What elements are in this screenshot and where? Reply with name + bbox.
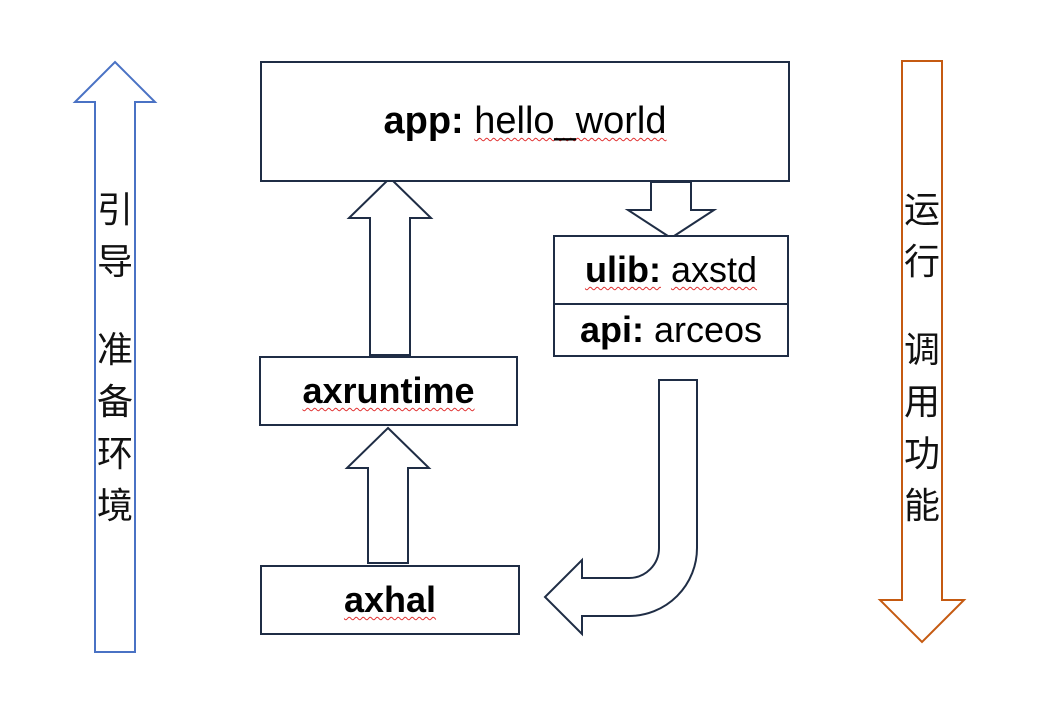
right-char: 行 — [903, 242, 940, 283]
right-char: 运 — [903, 190, 940, 231]
axhal-box: axhal — [260, 565, 520, 635]
right-run-arrow — [877, 60, 967, 644]
left-boot-arrow — [72, 60, 158, 653]
right-vertical-label: 运 行 调 用 功 能 — [892, 185, 952, 533]
api-value: arceos — [653, 309, 763, 350]
axruntime-box: axruntime — [259, 356, 518, 426]
api-key: api: — [579, 309, 644, 350]
arrow-api-to-axhal — [543, 379, 698, 637]
app-key: app: — [383, 100, 464, 142]
right-char: 调 — [903, 330, 940, 371]
left-char: 导 — [96, 242, 133, 283]
left-char: 环 — [96, 434, 133, 475]
right-char: 功 — [903, 434, 940, 475]
ulib-value: axstd — [670, 249, 758, 290]
arrow-app-to-ulib — [624, 181, 718, 240]
app-value: hello_world — [474, 100, 667, 142]
api-box: api: arceos — [553, 303, 789, 357]
app-box: app: hello_world — [260, 61, 790, 182]
arrow-axruntime-to-app — [346, 176, 434, 356]
left-char: 准 — [96, 330, 133, 371]
right-char: 能 — [903, 486, 940, 527]
axruntime-label: axruntime — [302, 370, 475, 411]
axhal-label: axhal — [343, 579, 437, 620]
left-char: 境 — [96, 486, 133, 527]
ulib-box: ulib: axstd — [553, 235, 789, 305]
right-char: 用 — [903, 382, 940, 423]
ulib-key: ulib: — [584, 249, 661, 290]
left-char: 备 — [96, 382, 133, 423]
left-vertical-label: 引 导 准 备 环 境 — [85, 185, 145, 533]
left-char: 引 — [96, 190, 133, 231]
arrow-axhal-to-axruntime — [344, 426, 432, 564]
